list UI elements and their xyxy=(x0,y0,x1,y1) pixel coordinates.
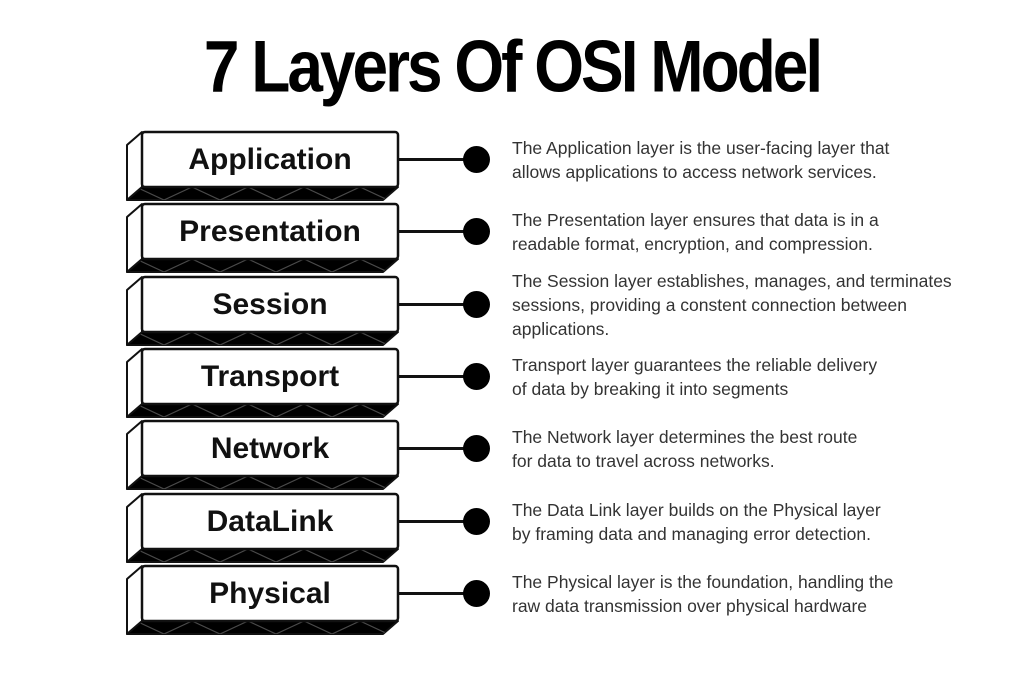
layer-row: Application The Application layer is the… xyxy=(0,130,1024,202)
layer-description: The Session layer establishes, manages, … xyxy=(512,271,952,339)
layer-box-3d xyxy=(126,492,400,563)
box-bottom-texture xyxy=(127,259,398,272)
box-side-face xyxy=(126,348,143,418)
layer-name: Physical xyxy=(209,576,331,610)
layer-row: Session The Session layer establishes, m… xyxy=(0,271,1024,347)
box-bottom-texture xyxy=(127,476,398,489)
connector-line-icon xyxy=(397,230,464,233)
box-side-face xyxy=(126,420,143,490)
connector-line-icon xyxy=(397,158,464,161)
page-title: 7 Layers Of OSI Model xyxy=(203,25,823,108)
layer-box-3d xyxy=(126,347,400,418)
box-bottom-texture xyxy=(127,404,398,417)
connector-line-icon xyxy=(397,447,464,450)
layer-name: Network xyxy=(210,431,330,465)
layer-box-3d xyxy=(126,564,400,635)
bullet-dot-icon xyxy=(463,580,490,607)
bullet-dot-icon xyxy=(463,363,490,390)
layer-name: Session xyxy=(212,287,328,321)
box-side-face xyxy=(126,131,143,201)
layer-name: Transport xyxy=(200,359,340,393)
layer-box-3d xyxy=(126,202,400,273)
box-bottom-texture xyxy=(127,187,398,200)
layer-row: DataLink The Data Link layer builds on t… xyxy=(0,492,1024,564)
connector-line-icon xyxy=(397,592,464,595)
layer-row: Physical The Physical layer is the found… xyxy=(0,564,1024,636)
bullet-dot-icon xyxy=(463,508,490,535)
box-bottom-texture xyxy=(127,549,398,562)
connector-line-icon xyxy=(397,375,464,378)
layer-description: The Presentation layer ensures that data… xyxy=(512,210,879,254)
bullet-dot-icon xyxy=(463,146,490,173)
layer-row: Transport Transport layer guarantees the… xyxy=(0,347,1024,419)
box-side-face xyxy=(126,565,143,635)
layer-description: The Application layer is the user-facing… xyxy=(512,138,890,182)
layer-row: Presentation The Presentation layer ensu… xyxy=(0,202,1024,274)
layer-description: The Data Link layer builds on the Physic… xyxy=(512,500,881,544)
box-bottom-texture xyxy=(127,621,398,634)
connector-line-icon xyxy=(397,520,464,523)
layer-description: The Network layer determines the best ro… xyxy=(512,427,858,471)
layer-box-3d xyxy=(126,275,400,346)
box-side-face xyxy=(126,203,143,273)
layer-name: Presentation xyxy=(179,214,361,248)
layer-name: DataLink xyxy=(206,504,334,538)
layer-description: Transport layer guarantees the reliable … xyxy=(512,355,878,399)
layer-row: Network The Network layer determines the… xyxy=(0,419,1024,491)
box-side-face xyxy=(126,493,143,563)
box-side-face xyxy=(126,276,143,346)
bullet-dot-icon xyxy=(463,435,490,462)
layer-description: The Physical layer is the foundation, ha… xyxy=(512,572,894,616)
layer-box-3d xyxy=(126,419,400,490)
layer-name: Application xyxy=(188,142,352,176)
layer-box-3d xyxy=(126,130,400,201)
bullet-dot-icon xyxy=(463,291,490,318)
box-bottom-texture xyxy=(127,332,398,345)
connector-line-icon xyxy=(397,303,464,306)
bullet-dot-icon xyxy=(463,218,490,245)
